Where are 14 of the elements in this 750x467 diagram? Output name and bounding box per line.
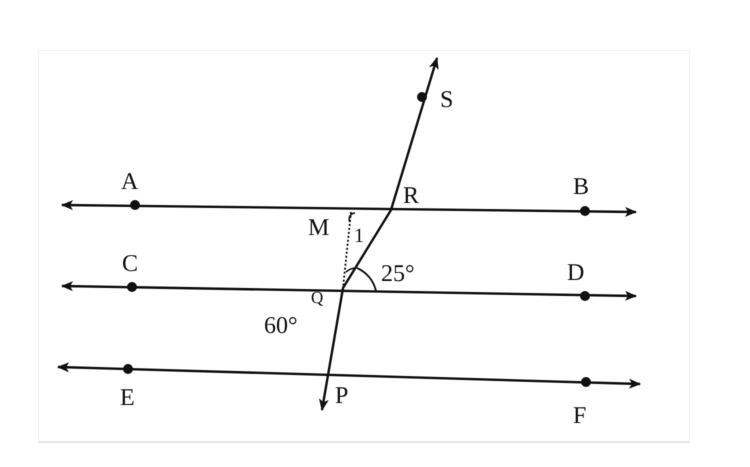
point-label: 60° [264, 314, 298, 338]
point-label: M [308, 216, 330, 240]
point-label: B [573, 175, 590, 199]
point-label: R [403, 184, 420, 208]
point-label: C [122, 252, 138, 276]
point-label: P [335, 384, 348, 408]
point-label: F [573, 404, 586, 428]
point-label: D [567, 261, 584, 285]
point-label: 1 [354, 226, 364, 246]
point-label: A [121, 170, 138, 194]
point-label: 25° [381, 262, 415, 286]
point-label: S [440, 88, 454, 112]
point-label: E [120, 386, 135, 410]
point-label: Q [311, 289, 324, 306]
